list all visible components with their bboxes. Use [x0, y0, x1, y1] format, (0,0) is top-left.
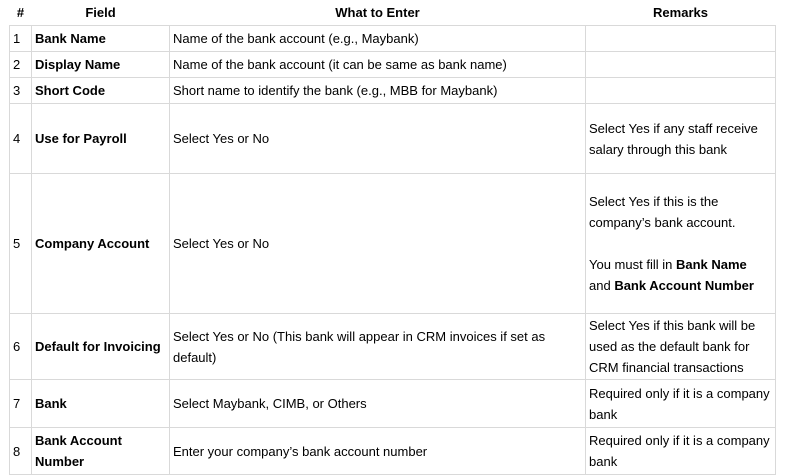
remarks-paragraph: Select Yes if this is the company’s bank… — [589, 191, 772, 233]
remarks-text: Select Yes if any staff receive salary t… — [589, 120, 758, 157]
header-what-to-enter: What to Enter — [335, 5, 420, 20]
remarks-paragraph: Select Yes if this bank will be used as … — [589, 315, 772, 378]
field-name-cell: Bank Name — [31, 25, 170, 52]
field-name-cell: Bank — [31, 379, 170, 428]
field-name-cell: Bank Account Number — [31, 427, 170, 475]
remarks-paragraph: You must fill in Bank Name and Bank Acco… — [589, 254, 772, 296]
remarks-cell: Required only if it is a company bank — [585, 379, 776, 428]
what-to-enter-cell: Enter your company’s bank account number — [169, 427, 586, 475]
row-number-cell: 8 — [9, 427, 32, 475]
row-number-cell: 3 — [9, 77, 32, 104]
what-to-enter-cell: Name of the bank account (it can be same… — [169, 51, 586, 78]
row-number-cell: 2 — [9, 51, 32, 78]
field-name-cell: Default for Invoicing — [31, 313, 170, 380]
remarks-cell: Select Yes if this bank will be used as … — [585, 313, 776, 380]
remarks-text: Required only if it is a company bank — [589, 433, 770, 469]
header-number: # — [16, 5, 25, 20]
remarks-paragraph: Required only if it is a company bank — [589, 383, 772, 425]
row-number-cell: 1 — [9, 25, 32, 52]
remarks-text: Required only if it is a company bank — [589, 385, 770, 422]
remarks-cell: Select Yes if any staff receive salary t… — [585, 103, 776, 174]
header-remarks: Remarks — [653, 5, 708, 20]
remarks-text: Select Yes if this is the company’s bank… — [589, 194, 736, 230]
what-to-enter-cell: Select Yes or No (This bank will appear … — [169, 313, 586, 380]
field-name-cell: Company Account — [31, 173, 170, 314]
what-to-enter-cell: Select Yes or No — [169, 103, 586, 174]
remarks-paragraph: Select Yes if any staff receive salary t… — [589, 118, 772, 160]
remarks-bold-text: Bank Name — [675, 257, 747, 272]
remarks-cell: Select Yes if this is the company’s bank… — [585, 173, 776, 314]
remarks-paragraph: Required only if it is a company bank — [589, 430, 772, 472]
remarks-cell — [585, 77, 776, 104]
remarks-text: and — [589, 278, 615, 293]
row-number-cell: 6 — [9, 313, 32, 380]
remarks-paragraph — [589, 233, 772, 254]
remarks-cell — [585, 51, 776, 78]
remarks-cell — [585, 25, 776, 52]
field-name-cell: Display Name — [31, 51, 170, 78]
table-header-row: # Field What to Enter Remarks — [10, 2, 776, 26]
what-to-enter-cell: Select Yes or No — [169, 173, 586, 314]
remarks-text: You must fill in — [589, 257, 676, 272]
remarks-text: Select Yes if this bank will be used as … — [589, 318, 756, 375]
field-name-cell: Short Code — [31, 77, 170, 104]
remarks-bold-text: Bank Account Number — [614, 278, 754, 293]
what-to-enter-cell: Select Maybank, CIMB, or Others — [169, 379, 586, 428]
remarks-cell: Required only if it is a company bank — [585, 427, 776, 475]
row-number-cell: 4 — [9, 103, 32, 174]
what-to-enter-cell: Short name to identify the bank (e.g., M… — [169, 77, 586, 104]
row-number-cell: 5 — [9, 173, 32, 314]
header-field: Field — [85, 5, 116, 20]
what-to-enter-cell: Name of the bank account (e.g., Maybank) — [169, 25, 586, 52]
row-number-cell: 7 — [9, 379, 32, 428]
field-name-cell: Use for Payroll — [31, 103, 170, 174]
